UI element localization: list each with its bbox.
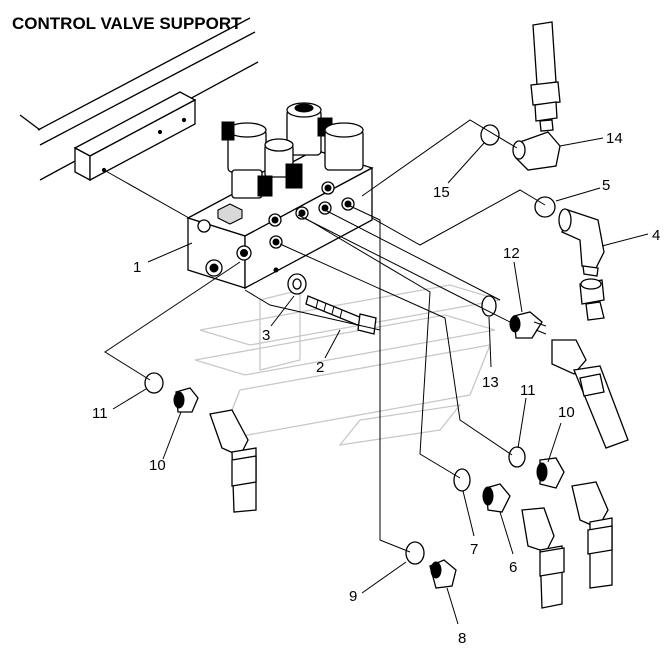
callout-11-right: 11	[520, 382, 536, 399]
solenoid-valves	[221, 102, 364, 199]
callout-11-left: 11	[92, 405, 108, 422]
support-bracket	[73, 91, 197, 182]
callout-10-left: 10	[149, 457, 166, 474]
callout-4: 4	[652, 227, 660, 244]
bolt-and-washer	[273, 267, 377, 335]
callout-8: 8	[458, 630, 466, 647]
callout-12: 12	[503, 245, 520, 262]
callout-7: 7	[470, 541, 478, 558]
callout-3: 3	[262, 327, 270, 344]
fitting-12-assembly	[481, 295, 629, 449]
fitting-10-right-assembly	[508, 446, 613, 589]
top-hose-and-elbow	[480, 21, 561, 171]
callout-1: 1	[133, 259, 141, 276]
callout-5: 5	[602, 177, 610, 194]
diagram-title: CONTROL VALVE SUPPORT	[12, 14, 242, 33]
callout-6: 6	[509, 559, 517, 576]
callout-9: 9	[349, 588, 357, 605]
callout-leaders	[112, 137, 649, 625]
valve-block	[186, 149, 374, 290]
callout-13: 13	[482, 374, 499, 391]
callout-2: 2	[316, 359, 324, 376]
callout-10-right: 10	[558, 404, 575, 421]
watermark-logo	[194, 284, 501, 446]
support-frame	[19, 17, 259, 181]
right-elbow-and-hose	[534, 196, 605, 321]
callout-labels: 1 2 3 4 5 6 7 8 9 10 10 11 11 12 13 14 1…	[92, 130, 660, 647]
fitting-6-assembly	[453, 468, 565, 609]
bracket-leader-line	[103, 169, 197, 223]
fitting-10-left-assembly	[144, 372, 257, 513]
assembly-guide-lines	[104, 119, 546, 553]
callout-15: 15	[433, 184, 450, 201]
callout-14: 14	[606, 130, 623, 147]
plug-and-oring	[405, 541, 457, 589]
